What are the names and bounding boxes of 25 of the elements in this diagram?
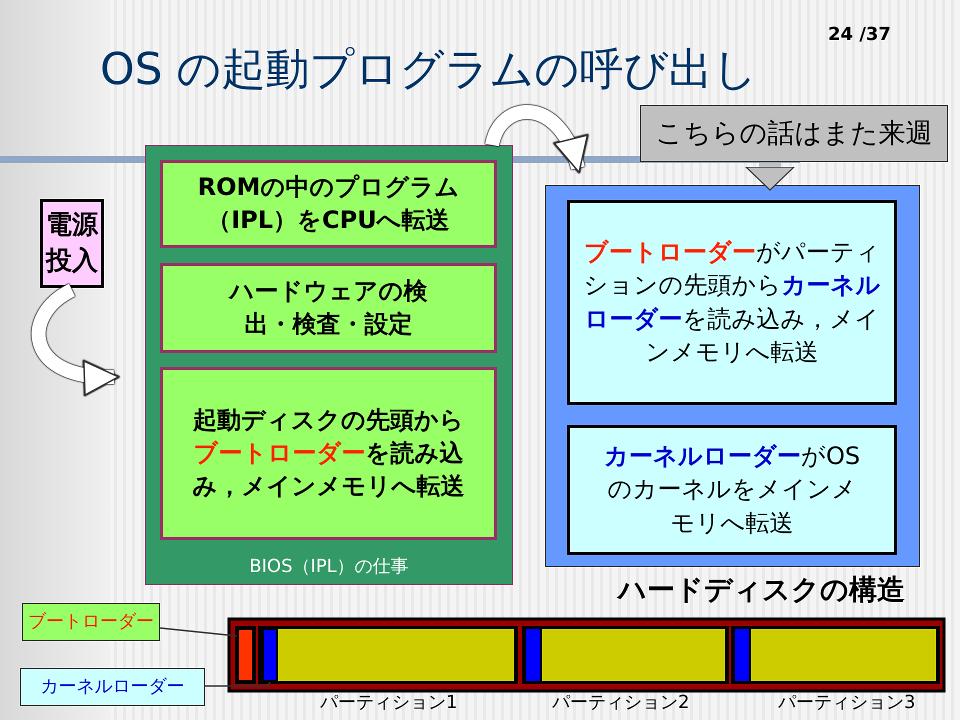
curved-arrow [485,105,586,173]
panel-caption: BIOS（IPL）の仕事 [249,555,409,580]
title: OS の起動プログラムの呼び出し [100,43,758,97]
label-box: 電源投入 [40,199,104,288]
block-arrow [745,163,795,191]
partition-label: パーティション3 [778,692,916,714]
disk-segment [262,628,278,682]
note-box: こちらの話はまた来週 [640,105,948,162]
process-box: ROMの中のプログラム（IPL）をCPUへ転送 [160,160,497,248]
section-heading: ハードディスクの構造 [618,573,905,607]
process-box: ブートローダーがパーティションの先頭からカーネルローダーを読み込み，メインメモリへ転送 [567,200,897,405]
partition-label: パーティション1 [320,692,458,714]
page-number: 24 /37 [828,24,891,46]
panel [545,185,920,567]
callout-box: ブートローダー [22,603,160,641]
panel [145,145,513,585]
callout-box: カーネルローダー [20,668,205,706]
process-box: 起動ディスクの先頭からブートローダーを読み込み，メインメモリへ転送 [160,367,497,540]
leader-line [205,682,271,687]
disk-segment [237,628,254,682]
process-box: ハードウェアの検出・検査・設定 [160,263,497,353]
partition-label: パーティション2 [552,692,690,714]
process-box: カーネルローダーがOSのカーネルをメインメモリへ転送 [567,425,897,555]
leader-line [160,627,238,637]
curved-arrow [32,284,120,394]
